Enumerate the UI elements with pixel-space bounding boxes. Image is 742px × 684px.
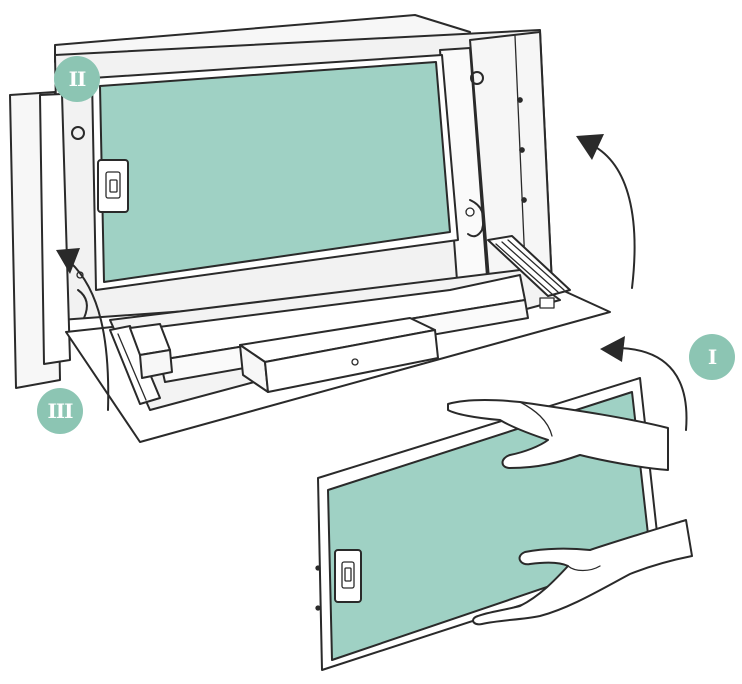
curved-arrow-icon: [56, 248, 110, 411]
curved-arrow-icon: [576, 134, 636, 289]
step-badge-1: I: [689, 334, 735, 380]
curved-arrow-icon: [600, 336, 688, 431]
step-badge-2: II: [54, 56, 100, 102]
step-label-3: III: [47, 399, 73, 423]
step-label-2: II: [68, 67, 87, 91]
step-label-1: I: [707, 345, 717, 369]
front-panel: [9, 91, 88, 389]
hood-tray: [65, 235, 611, 443]
step-badge-3: III: [37, 388, 83, 434]
hand-icon: [447, 399, 669, 471]
hand-icon: [472, 519, 693, 626]
filter-installed: [91, 54, 459, 291]
